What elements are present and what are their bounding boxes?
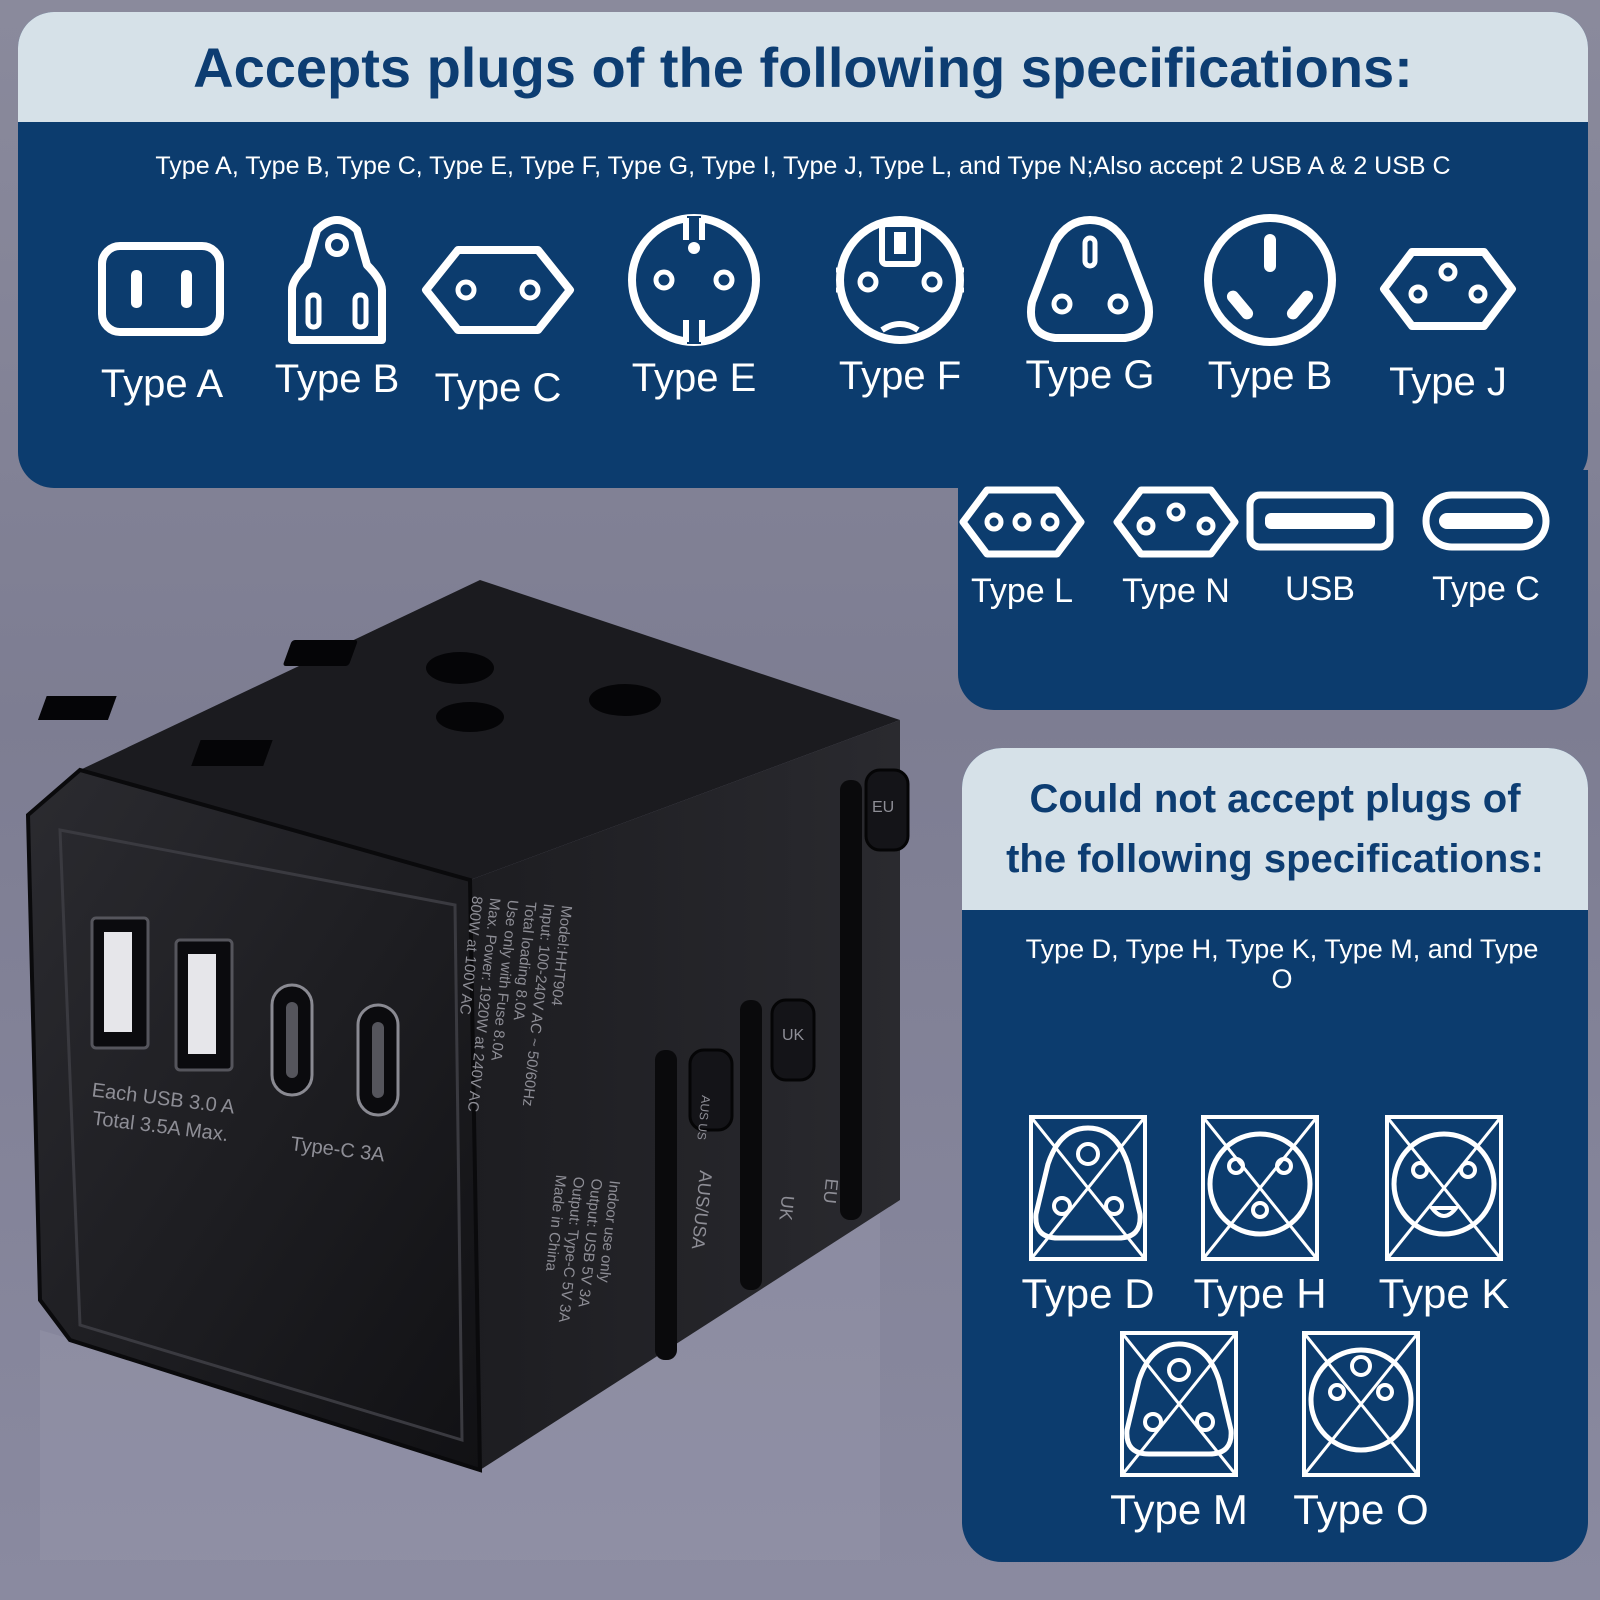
rejected-title-line2: the following specifications: bbox=[1006, 837, 1544, 881]
plug-usb-c: Type C bbox=[1406, 490, 1566, 609]
usb-c-port-icon bbox=[1422, 491, 1550, 551]
plug-label-type-n: Type N bbox=[1122, 572, 1230, 610]
crossed-plug-type-o: Type O bbox=[1276, 1330, 1446, 1534]
plug-type-e: Type E bbox=[614, 210, 774, 401]
plug-type-b: Type B bbox=[257, 210, 417, 402]
crossed-plug-type-k: Type K bbox=[1359, 1114, 1529, 1318]
plug-type-n: Type N bbox=[1096, 484, 1256, 611]
accepted-plugs-extension-panel: Type L Type N USB Type C bbox=[958, 470, 1588, 710]
travel-adapter-image: Each USB 3.0 A Total 3.5A Max. Type-C 3A… bbox=[25, 580, 910, 1560]
plug-label-type-i: Type B bbox=[1207, 354, 1333, 398]
crossed-label-type-d: Type D bbox=[1021, 1270, 1155, 1317]
crossed-plug-type-d: Type D bbox=[1003, 1114, 1173, 1318]
adapter-side-face bbox=[470, 720, 900, 1470]
plug-type-c: Type C bbox=[418, 240, 578, 411]
plug-type-j: Type J bbox=[1368, 244, 1528, 405]
plug-type-f: Type F bbox=[820, 210, 980, 399]
knob-uk-label: UK bbox=[782, 1027, 805, 1044]
type-l-plug-icon bbox=[959, 486, 1085, 558]
plug-label-type-j: Type J bbox=[1389, 360, 1507, 404]
plug-label-usb-c: Type C bbox=[1432, 570, 1540, 608]
plug-type-i: Type B bbox=[1190, 210, 1350, 399]
plug-label-type-e: Type E bbox=[631, 356, 757, 400]
plug-label-usb: USB bbox=[1285, 570, 1355, 608]
type-f-plug-icon bbox=[836, 216, 964, 344]
crossed-label-type-k: Type K bbox=[1378, 1270, 1510, 1317]
crossed-plug-type-h: Type H bbox=[1175, 1114, 1345, 1318]
crossed-label-type-m: Type M bbox=[1110, 1486, 1248, 1533]
type-e-plug-icon bbox=[628, 214, 760, 346]
usb-a-ports bbox=[90, 916, 234, 1072]
type-d-crossed-icon bbox=[1029, 1115, 1147, 1261]
plug-slider-tracks bbox=[655, 780, 862, 1360]
knob-eu-label: EU bbox=[872, 799, 894, 816]
type-c-plug-icon bbox=[422, 246, 574, 334]
eu-slider[interactable] bbox=[864, 768, 910, 852]
plug-type-a: Type A bbox=[82, 234, 242, 407]
type-n-plug-icon bbox=[1113, 486, 1239, 558]
slider-uk-label: UK bbox=[775, 1195, 798, 1222]
plug-type-g: Type G bbox=[1010, 212, 1170, 398]
knob-aus-label: AUS US bbox=[694, 1095, 713, 1141]
plug-label-type-g: Type G bbox=[1025, 353, 1155, 397]
uk-slider[interactable] bbox=[770, 998, 816, 1082]
type-k-crossed-icon bbox=[1385, 1115, 1503, 1261]
accepted-plugs-panel: Accepts plugs of the following specifica… bbox=[18, 12, 1588, 488]
plug-label-type-l: Type L bbox=[970, 572, 1074, 610]
rejected-plugs-panel: Could not accept plugs of the following … bbox=[962, 748, 1588, 1562]
crossed-label-type-h: Type H bbox=[1193, 1270, 1327, 1317]
plug-usb: USB bbox=[1240, 490, 1400, 609]
usb-c-ports bbox=[270, 983, 400, 1117]
rejected-title-line1: Could not accept plugs of bbox=[1029, 777, 1521, 821]
adapter-top-face bbox=[80, 580, 900, 880]
crossed-label-type-o: Type O bbox=[1293, 1486, 1429, 1533]
rejected-title: Could not accept plugs of the following … bbox=[962, 748, 1588, 910]
type-m-crossed-icon bbox=[1120, 1331, 1238, 1477]
rejected-description: Type D, Type H, Type K, Type M, and Type… bbox=[1025, 934, 1539, 994]
accepted-title: Accepts plugs of the following specifica… bbox=[18, 12, 1588, 122]
type-o-crossed-icon bbox=[1302, 1331, 1420, 1477]
type-h-crossed-icon bbox=[1201, 1115, 1319, 1261]
type-b-plug-icon bbox=[288, 216, 386, 344]
type-a-plug-icon bbox=[98, 242, 224, 336]
type-i-plug-icon bbox=[1204, 214, 1336, 346]
crossed-plug-type-m: Type M bbox=[1094, 1330, 1264, 1534]
plug-slider-knobs bbox=[688, 768, 910, 1132]
universal-socket bbox=[37, 640, 661, 766]
aus-usa-slider[interactable] bbox=[688, 1048, 734, 1132]
usb-port-icon bbox=[1246, 491, 1394, 551]
plug-label-type-a: Type A bbox=[100, 362, 224, 406]
plug-type-l: Type L bbox=[958, 484, 1102, 611]
accepted-description: Type A, Type B, Type C, Type E, Type F, … bbox=[155, 152, 1451, 180]
plug-label-type-f: Type F bbox=[838, 354, 962, 398]
type-g-plug-icon bbox=[1027, 216, 1153, 342]
plug-label-type-b: Type B bbox=[274, 357, 400, 401]
slider-eu-label: EU bbox=[819, 1178, 842, 1205]
type-j-plug-icon bbox=[1380, 248, 1516, 330]
plug-label-type-c: Type C bbox=[434, 366, 562, 410]
